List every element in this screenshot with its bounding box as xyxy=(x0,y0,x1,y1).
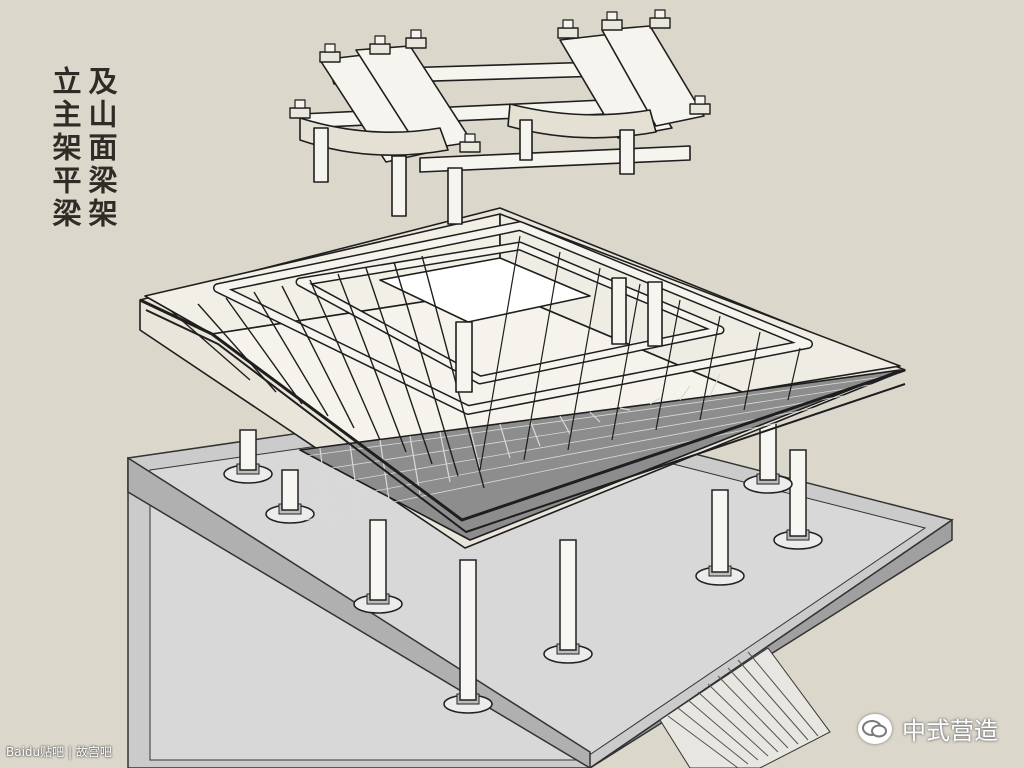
caption-column-1: 及山面梁架 xyxy=(84,66,118,231)
front-stair xyxy=(659,647,831,768)
timber-column xyxy=(743,419,793,494)
timber-column xyxy=(695,489,745,586)
credit-badge: 中式营造 xyxy=(858,711,998,746)
credit-text: 中式营造 xyxy=(902,717,998,745)
upper-truss xyxy=(289,9,711,225)
columns xyxy=(223,419,823,714)
watermark: Baidu贴吧 | 故宫吧 xyxy=(6,745,112,759)
timber-column xyxy=(265,469,315,524)
timber-column xyxy=(223,429,273,484)
timber-column xyxy=(543,539,593,664)
wechat-icon xyxy=(858,713,892,744)
caption-column-2: 立主架平梁 xyxy=(48,66,82,231)
timber-column xyxy=(773,449,823,550)
roof-frame xyxy=(139,207,906,549)
timber-column xyxy=(353,519,403,614)
timber-column xyxy=(443,559,493,714)
